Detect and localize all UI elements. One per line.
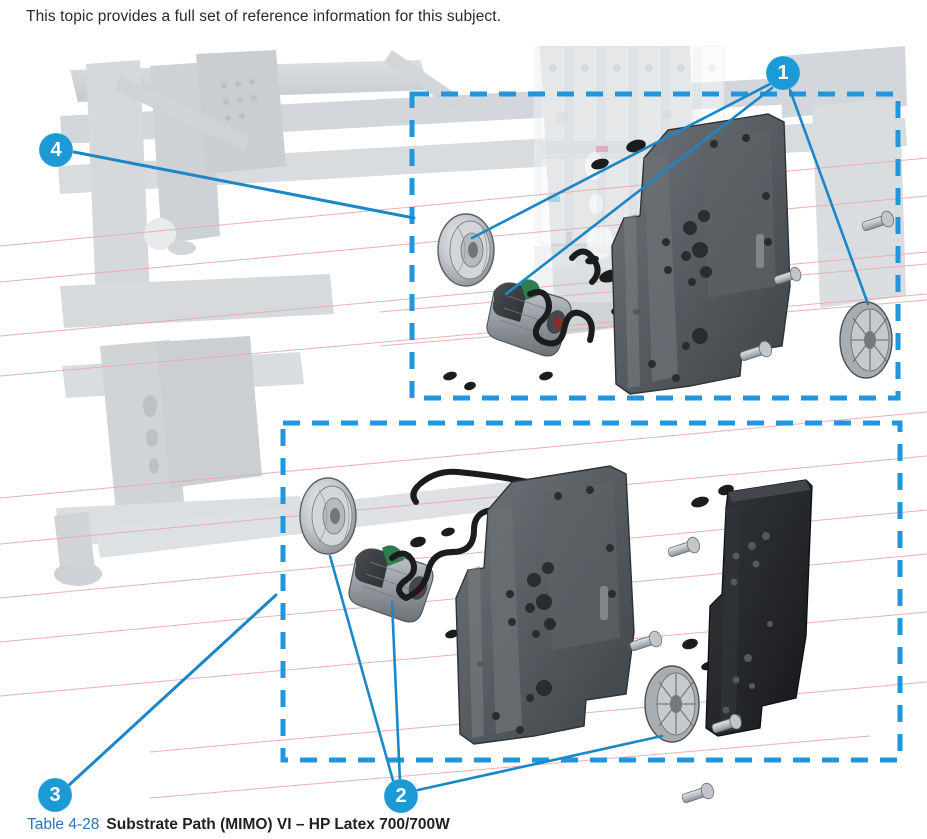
lower-assembly-group bbox=[299, 465, 813, 803]
lower-mounting-screws bbox=[629, 536, 742, 803]
leader-4-to-upper-region bbox=[72, 150, 416, 220]
leader-2-to-lower-pulley bbox=[328, 554, 396, 786]
lower-right-spoked-pulley bbox=[644, 665, 700, 743]
callout-label-4: 4 bbox=[50, 139, 62, 161]
exploded-parts-illustration bbox=[0, 46, 927, 803]
lower-black-plate bbox=[705, 479, 813, 737]
upper-mounting-screws bbox=[739, 210, 895, 361]
caption-title: Substrate Path (MIMO) VI – HP Latex 700/… bbox=[106, 816, 450, 833]
leader-1-to-upper-motor bbox=[504, 86, 774, 296]
callout-bubble-1[interactable]: 1 bbox=[766, 56, 800, 90]
leader-1-to-right-pulley bbox=[788, 88, 870, 306]
callout-label-1: 1 bbox=[777, 62, 789, 84]
figure-container: 1 4 2 3 bbox=[0, 46, 927, 813]
upper-assembly-region bbox=[409, 91, 901, 401]
leader-2-to-right-pulley bbox=[416, 734, 664, 792]
caption-table-number: Table 4-28 bbox=[27, 816, 100, 833]
leader-2-to-lower-motor bbox=[390, 600, 402, 784]
upper-mounting-bracket bbox=[611, 113, 791, 395]
callout-bubble-3[interactable]: 3 bbox=[38, 778, 72, 812]
intro-paragraph: This topic provides a full set of refere… bbox=[26, 8, 502, 25]
callout-label-2: 2 bbox=[395, 785, 407, 807]
callout-bubble-4[interactable]: 4 bbox=[39, 133, 73, 167]
lower-pulley-wheel bbox=[299, 477, 357, 555]
upper-right-spoked-pulley bbox=[839, 301, 893, 379]
upper-assembly-group bbox=[437, 113, 895, 395]
figure-caption: Table 4-28 Substrate Path (MIMO) VI – HP … bbox=[27, 816, 450, 834]
upper-pulley-wheel bbox=[437, 213, 495, 287]
dashed-region-boxes bbox=[280, 91, 903, 763]
lower-assembly-region bbox=[280, 420, 903, 763]
leader-3-to-lower-region bbox=[66, 593, 278, 788]
callout-label-3: 3 bbox=[49, 784, 61, 806]
leader-1-to-upper-pulley bbox=[470, 82, 772, 240]
callout-bubble-2[interactable]: 2 bbox=[384, 779, 418, 813]
callout-leader-lines bbox=[66, 82, 870, 792]
lower-mounting-bracket bbox=[455, 465, 635, 745]
